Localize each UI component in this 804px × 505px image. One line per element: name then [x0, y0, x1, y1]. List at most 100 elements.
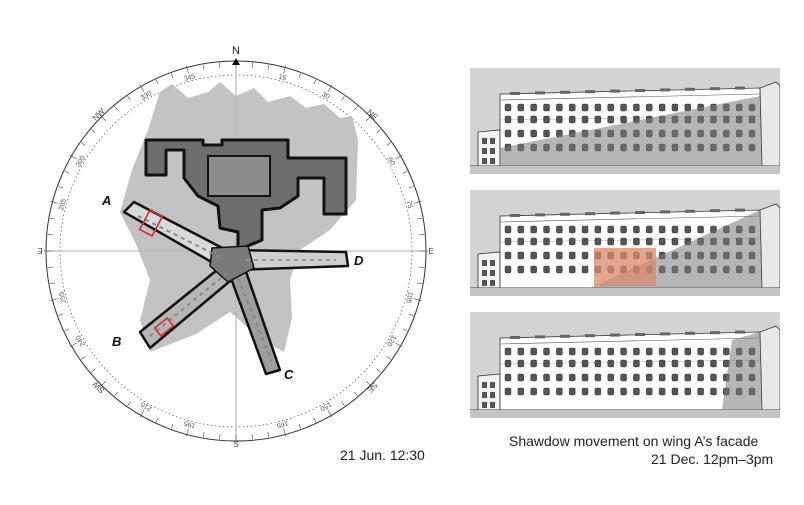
compass-tick	[395, 342, 403, 348]
facade-highlight-area	[594, 248, 656, 286]
facade-panel-12pm	[470, 68, 780, 175]
compass-tick	[100, 115, 107, 122]
facade-shadow-3pm	[722, 332, 762, 410]
compass-tick	[408, 186, 414, 189]
central-hub	[209, 245, 255, 283]
compass-degree-label: 330	[140, 90, 154, 102]
wing-c-corridor	[237, 277, 273, 363]
compass-tick	[64, 170, 70, 174]
compass-tick	[413, 298, 422, 301]
compass-tick	[402, 328, 408, 332]
compass-tick	[139, 84, 145, 92]
compass-tick	[376, 369, 381, 373]
compass-tick	[127, 401, 131, 406]
compass-tick	[50, 298, 59, 301]
compass-site-plan: 1530607510512015016519521024025528530033…	[37, 45, 433, 449]
compass-tick	[186, 65, 189, 74]
compass-tick	[91, 129, 96, 133]
compass-tick	[64, 328, 70, 332]
facade-panel-130pm	[470, 189, 780, 297]
compass-tick	[386, 142, 391, 146]
compass-tick	[155, 79, 159, 85]
compass-degree-labels: 1530607510512015016519521024025528530033…	[58, 73, 414, 429]
compass-sw-label: SW	[91, 379, 107, 395]
facade-title-caption: Shawdow movement on wing A’s facade	[509, 433, 759, 449]
compass-tick	[202, 432, 205, 438]
compass-tick	[69, 342, 77, 348]
compass-south-label: S	[233, 440, 238, 449]
compass-tick	[114, 106, 118, 111]
compass-tick	[171, 423, 174, 429]
facade-panel-3pm	[470, 311, 780, 419]
central-courtyard	[207, 155, 271, 197]
compass-east-label: E	[428, 247, 433, 256]
compass-tick	[413, 201, 422, 204]
compass-degree-label: 60	[386, 156, 396, 166]
wing-c-label: C	[284, 367, 294, 382]
compass-tick	[376, 129, 381, 133]
facade-shadow-studies	[470, 68, 780, 419]
compass-tick	[202, 64, 205, 70]
compass-tick	[186, 428, 189, 437]
compass-tick	[127, 96, 131, 101]
wing-b-corridor	[149, 273, 227, 337]
compass-tick	[100, 380, 107, 387]
compass-tick	[139, 410, 145, 418]
compass-tick	[313, 79, 317, 85]
compass-tick	[58, 313, 64, 316]
compass-degree-label: 210	[140, 400, 154, 412]
compass-degree-label: 30	[320, 91, 330, 101]
compass-tick	[81, 142, 86, 146]
compass-tick	[354, 106, 358, 111]
compass-tick	[283, 65, 286, 74]
wing-a-label: A	[101, 193, 111, 208]
compass-tick	[341, 96, 345, 101]
compass-tick	[283, 428, 286, 437]
wing-b-label: B	[112, 334, 121, 349]
compass-tick	[327, 410, 333, 418]
compass-north-label: N	[232, 45, 240, 57]
compass-tick	[417, 282, 423, 285]
compass-tick	[50, 201, 59, 204]
compass-degree-label: 15	[278, 74, 287, 83]
facade-time-caption: 21 Dec. 12pm–3pm	[651, 451, 774, 467]
compass-tick	[298, 423, 301, 429]
compass-tick	[386, 356, 391, 360]
compass-degree-label: 240	[75, 334, 87, 348]
wing-b-highlight	[153, 317, 175, 337]
compass-degree-label: 105	[404, 291, 414, 304]
compass-degree-label: 255	[58, 291, 68, 304]
compass-tick	[69, 154, 77, 160]
compass-tick	[298, 73, 301, 79]
compass-degree-label: 165	[276, 419, 289, 429]
compass-degree-label: 120	[385, 334, 397, 348]
compass-tick	[81, 356, 86, 360]
compass-tick	[171, 73, 174, 79]
compass-tick	[49, 282, 55, 285]
compass-tick	[402, 170, 408, 174]
compass-tick	[114, 391, 118, 396]
compass-nw-label: NW	[91, 106, 107, 122]
compass-tick	[267, 64, 270, 70]
compass-tick	[267, 432, 270, 438]
wing-a-facade-highlight	[138, 208, 164, 238]
compass-tick	[417, 217, 423, 220]
compass-tick	[49, 217, 55, 220]
compass-degree-label: 195	[183, 419, 196, 429]
compass-tick	[395, 154, 403, 160]
compass-tick	[354, 391, 358, 396]
compass-tick	[91, 369, 96, 373]
facade-shadow-12pm	[500, 96, 762, 166]
north-arrow-icon	[232, 58, 240, 65]
compass-degree-label: 345	[183, 73, 196, 83]
compass-degree-label: 300	[75, 155, 87, 169]
compass-west-label: E	[37, 246, 42, 255]
compass-degree-label: 150	[319, 400, 333, 412]
compass-tick	[327, 84, 333, 92]
compass-tick	[365, 115, 372, 122]
compass-tick	[155, 417, 159, 423]
wing-d-label: D	[354, 253, 364, 268]
plan-date-caption: 21 Jun. 12:30	[340, 447, 425, 463]
compass-tick	[341, 401, 345, 406]
compass-tick	[408, 313, 414, 316]
